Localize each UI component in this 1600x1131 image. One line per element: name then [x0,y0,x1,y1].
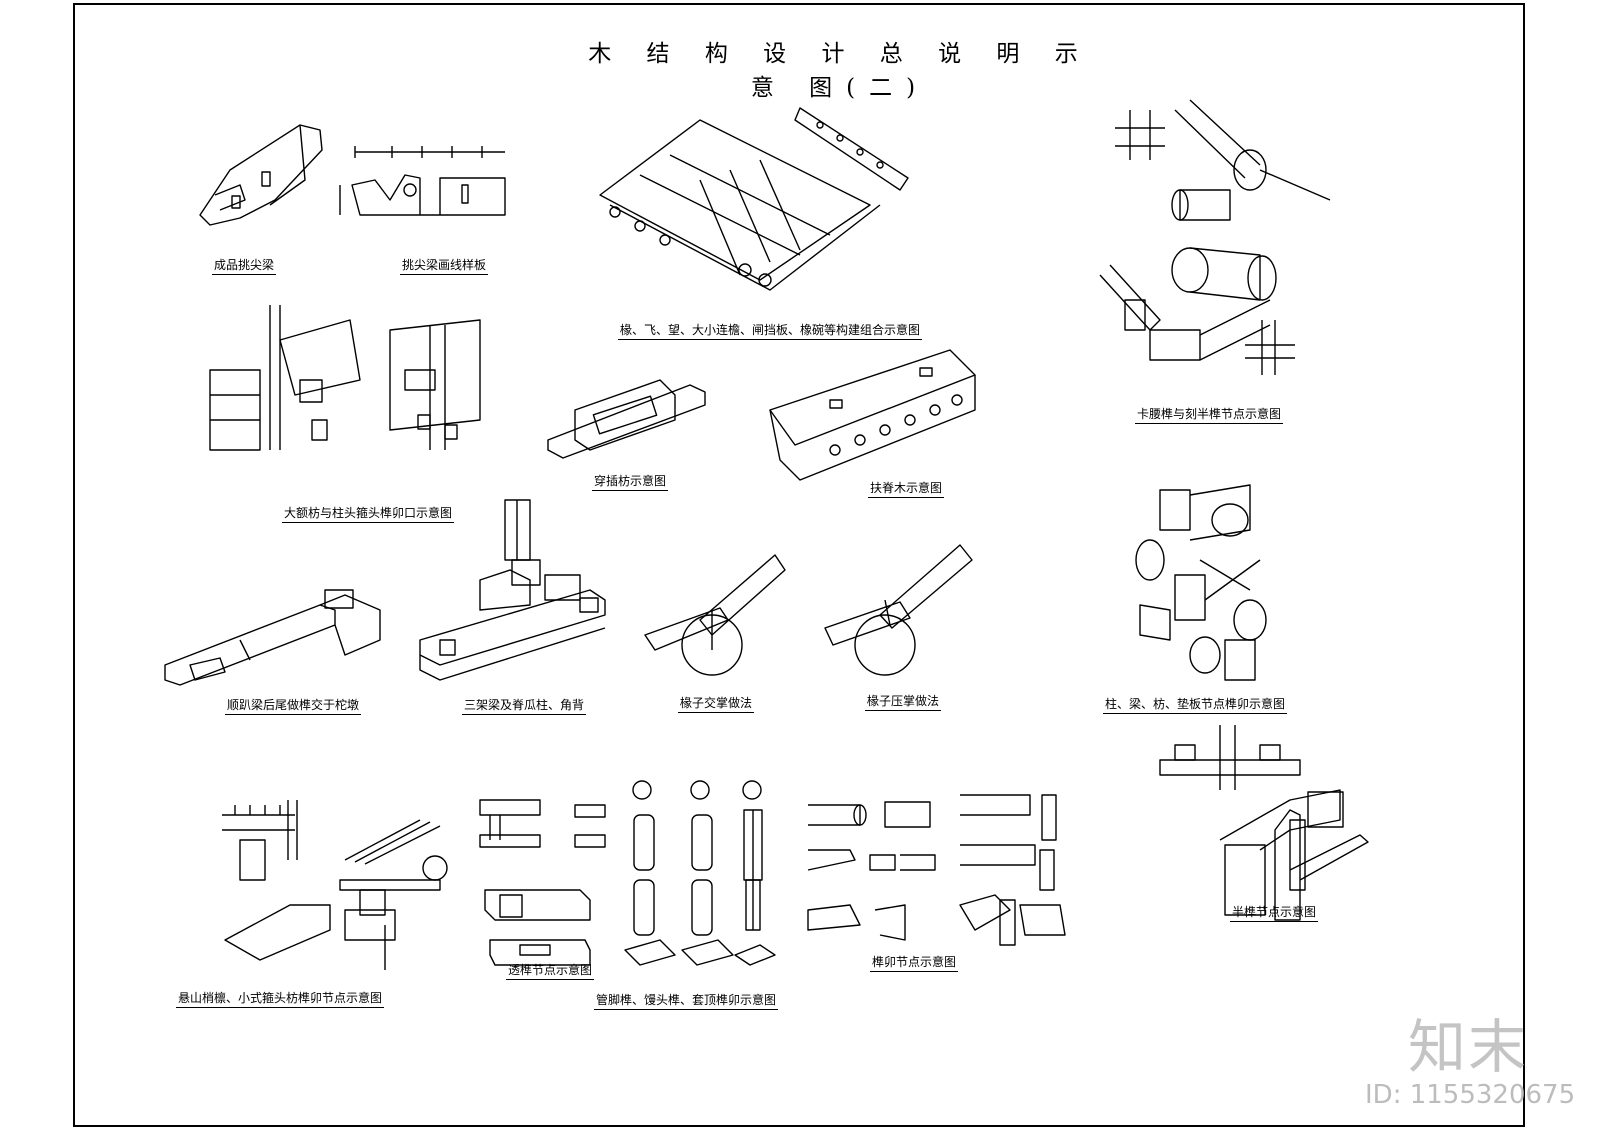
caption-finished-beam: 成品挑尖梁 [212,258,277,275]
watermark-brand: 知末 [1408,1013,1529,1081]
caption-rafter-cross: 椽子交掌做法 [678,696,755,713]
caption-half-lap-joint: 卡腰榫与刻半榫节点示意图 [1135,407,1284,424]
drawing-tie-beam [547,379,706,459]
drawing-purlin-beam [164,589,381,686]
caption-mortise-tenon-nodes: 榫卯节点示意图 [870,955,959,972]
caption-column-foot-tenon: 管脚榫、馒头榫、套顶榫卯示意图 [594,993,779,1010]
caption-architrave-joint: 大额枋与柱头箍头榫卯口示意图 [282,506,455,523]
watermark-image-id: ID: 1155320675 [1365,1080,1576,1110]
caption-tie-beam: 穿插枋示意图 [592,474,669,491]
drawing-rafter-assembly [599,107,909,291]
drawing-half-lap-joint [1099,99,1331,375]
caption-purlin-beam: 顺趴梁后尾做榫交于柁墩 [225,698,362,715]
caption-beam-template: 挑尖梁画线样板 [400,258,489,275]
drawing-half-tenon [1159,725,1369,921]
drawing-three-rafter-beam [419,499,606,681]
caption-ridge-wood: 扶脊木示意图 [868,481,945,498]
drawing-column-beam-joint [1135,484,1267,681]
drawing-rafter-press [824,544,973,676]
drawing-beam-template [339,146,506,216]
drawing-column-foot-tenon [624,780,776,966]
caption-rafter-press: 椽子压掌做法 [865,694,942,711]
drawing-finished-beam [199,124,323,226]
drawing-ridge-wood [769,349,976,481]
caption-column-beam-joint: 柱、梁、枋、垫板节点榫卯示意图 [1103,697,1288,714]
sheet-title: 木 结 构 设 计 总 说 明 示 意 图(二) [588,41,1092,101]
caption-rafter-assembly: 椽、飞、望、大小连檐、闸挡板、橡碗等构建组合示意图 [618,323,923,340]
drawing-architrave-joint [209,305,481,451]
drawing-through-tenon [479,799,606,966]
drawing-rafter-cross [644,554,786,676]
caption-three-rafter-beam: 三架梁及脊瓜柱、角背 [462,698,587,715]
caption-gable-purlin: 悬山梢檩、小式箍头枋榫卯节点示意图 [176,991,385,1008]
drawing-gable-purlin [222,800,448,970]
caption-through-tenon: 透榫节点示意图 [506,963,595,980]
sheet-frame [73,3,1525,1127]
caption-half-tenon: 半榫节点示意图 [1230,905,1319,922]
drawing-mortise-tenon-nodes [807,794,1066,946]
